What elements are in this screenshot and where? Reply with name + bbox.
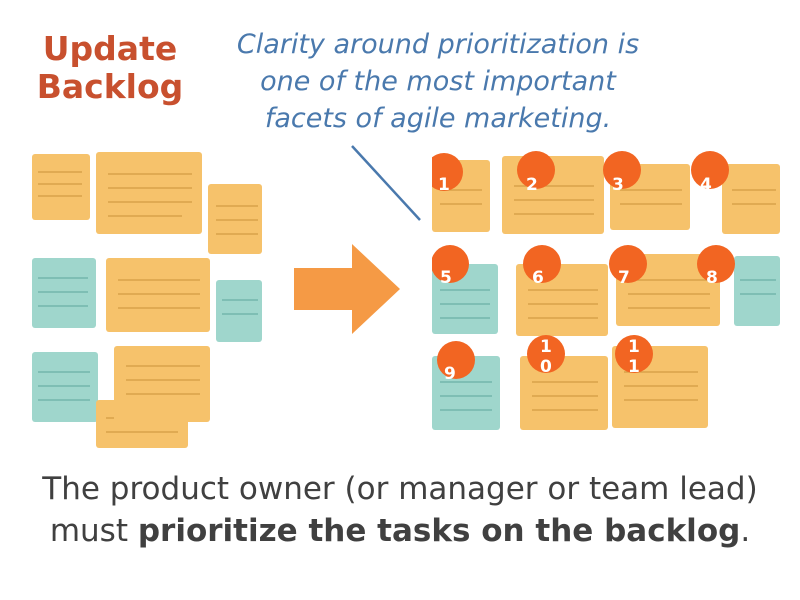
slide-title: Update Backlog <box>36 29 184 106</box>
prioritized-backlog-board: 1 2 3 4 5 6 7 8 <box>432 151 780 430</box>
priority-badge-6: 6 <box>523 245 561 288</box>
sticky-note <box>32 154 90 220</box>
svg-text:1: 1 <box>438 175 450 195</box>
svg-text:2: 2 <box>526 175 538 195</box>
sticky-note <box>208 184 262 254</box>
sticky-note <box>96 152 202 234</box>
priority-badge-5: 5 <box>432 245 469 288</box>
svg-text:5: 5 <box>440 268 452 288</box>
sticky-note <box>734 256 780 326</box>
priority-badge-4: 4 <box>691 151 729 195</box>
priority-badge-3: 3 <box>603 151 641 195</box>
sticky-note <box>106 258 210 332</box>
callout-text: Clarity around prioritization is one of … <box>236 29 640 134</box>
body-text: The product owner (or manager or team le… <box>40 468 760 552</box>
svg-text:8: 8 <box>706 268 718 288</box>
svg-text:4: 4 <box>700 175 712 195</box>
svg-text:3: 3 <box>612 175 624 195</box>
sticky-note <box>722 164 780 234</box>
body-text-part1: The product owner (or manager or team le… <box>42 471 758 549</box>
svg-text:6: 6 <box>532 268 544 288</box>
sticky-note <box>32 352 98 422</box>
body-text-emphasis: prioritize the tasks on the backlog <box>137 513 741 549</box>
priority-badge-2: 2 <box>517 151 555 195</box>
right-arrow-icon <box>294 244 400 334</box>
sticky-note <box>114 346 210 422</box>
svg-text:9: 9 <box>444 364 456 384</box>
unsorted-backlog-board <box>32 152 262 448</box>
svg-text:7: 7 <box>618 268 630 288</box>
priority-badge-8: 8 <box>697 245 735 288</box>
priority-badge-9: 9 <box>437 341 475 384</box>
sticky-note <box>216 280 262 342</box>
sticky-note <box>32 258 96 328</box>
body-text-part2: . <box>740 513 751 549</box>
priority-badge-1: 1 <box>432 153 463 195</box>
priority-badge-7: 7 <box>609 245 647 288</box>
sticky-note <box>520 356 608 430</box>
